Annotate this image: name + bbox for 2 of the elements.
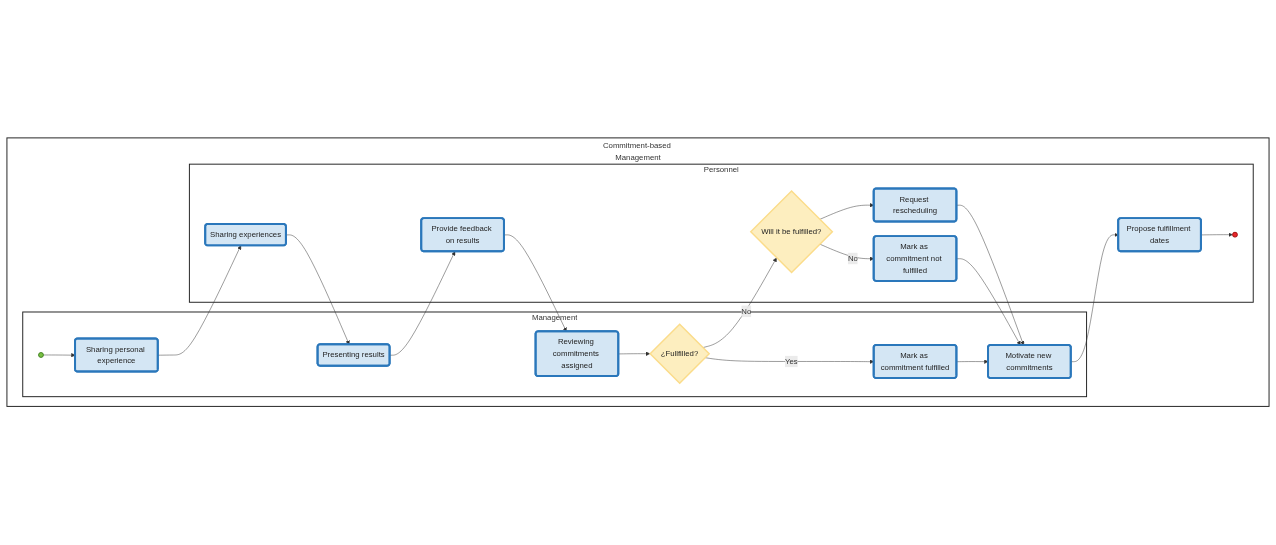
- node-circle: [38, 352, 44, 359]
- node-circle: [1232, 232, 1238, 238]
